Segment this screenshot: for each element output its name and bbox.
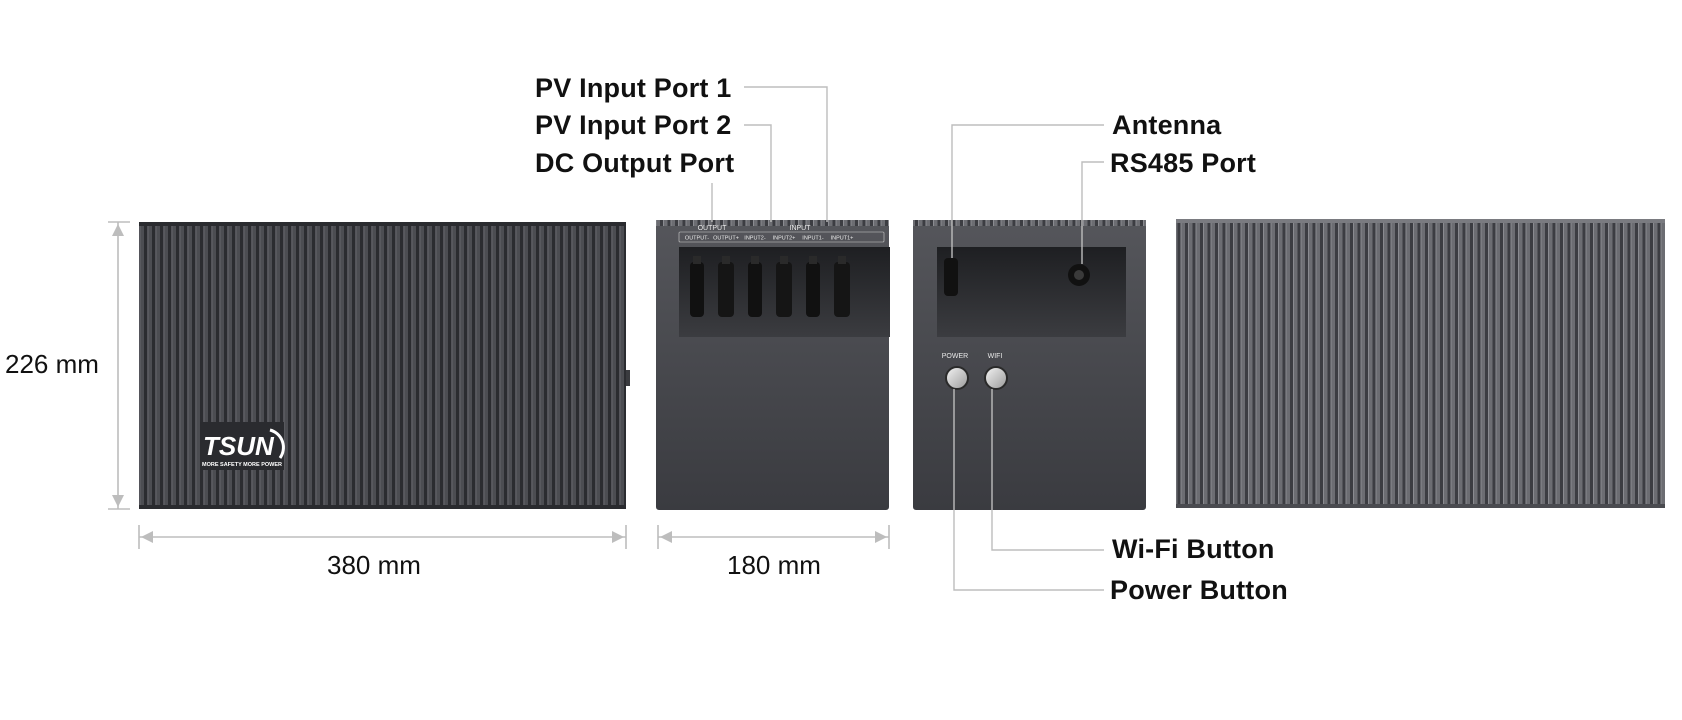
dimension-lines — [108, 221, 890, 549]
port-label: OUTPUT- — [685, 236, 709, 242]
leader-pv-input-1 — [744, 86, 828, 222]
front-view-ports — [656, 220, 890, 510]
port-label: INPUT2+ — [773, 236, 796, 242]
callout-power-button: Power Button — [1110, 575, 1288, 605]
leader-wifi-button — [991, 389, 1104, 551]
callout-rs485-port: RS485 Port — [1110, 148, 1257, 178]
port-label: OUTPUT+ — [713, 236, 739, 242]
leader-power-button — [953, 389, 1104, 591]
port-label: INPUT2- — [744, 236, 766, 242]
dimension-height-label: 226 mm — [5, 349, 99, 379]
input-header: INPUT — [790, 225, 812, 232]
power-label-printed: POWER — [942, 353, 968, 360]
callout-pv-input-port-2: PV Input Port 2 — [535, 110, 732, 140]
side-panel-plain — [1176, 219, 1665, 508]
port-label: INPUT1- — [802, 236, 824, 242]
dimension-arrows — [112, 224, 887, 543]
side-view-plain — [1176, 219, 1665, 508]
leader-pv-input-2 — [744, 124, 772, 222]
brand-logo-arc — [269, 428, 285, 459]
brand-logo-text: TSUN — [203, 431, 275, 461]
dimension-depth-label: 180 mm — [727, 550, 821, 580]
output-header: OUTPUT — [698, 225, 728, 232]
side-view-logo — [139, 222, 630, 509]
callout-wifi-button: Wi-Fi Button — [1112, 534, 1275, 564]
callout-dc-output-port: DC Output Port — [535, 148, 735, 178]
back-view — [913, 220, 1146, 510]
wifi-button-graphic — [984, 366, 1008, 390]
wifi-label-printed: WIFI — [988, 353, 1003, 360]
back-recess — [937, 247, 1126, 337]
callout-antenna: Antenna — [1112, 110, 1222, 140]
mc4-connectors — [690, 256, 850, 317]
power-button-graphic — [945, 366, 969, 390]
port-label: INPUT1+ — [831, 236, 854, 242]
port-labels: OUTPUT- OUTPUT+ INPUT2- INPUT2+ INPUT1- … — [685, 236, 853, 242]
leader-lines — [711, 86, 1104, 591]
dimension-width-label: 380 mm — [327, 550, 421, 580]
brand-tagline: MORE SAFETY MORE POWER — [202, 462, 282, 468]
leader-antenna — [951, 124, 1104, 258]
antenna-connector — [944, 258, 958, 296]
callout-pv-input-port-1: PV Input Port 1 — [535, 73, 732, 103]
leader-rs485 — [1081, 161, 1104, 264]
